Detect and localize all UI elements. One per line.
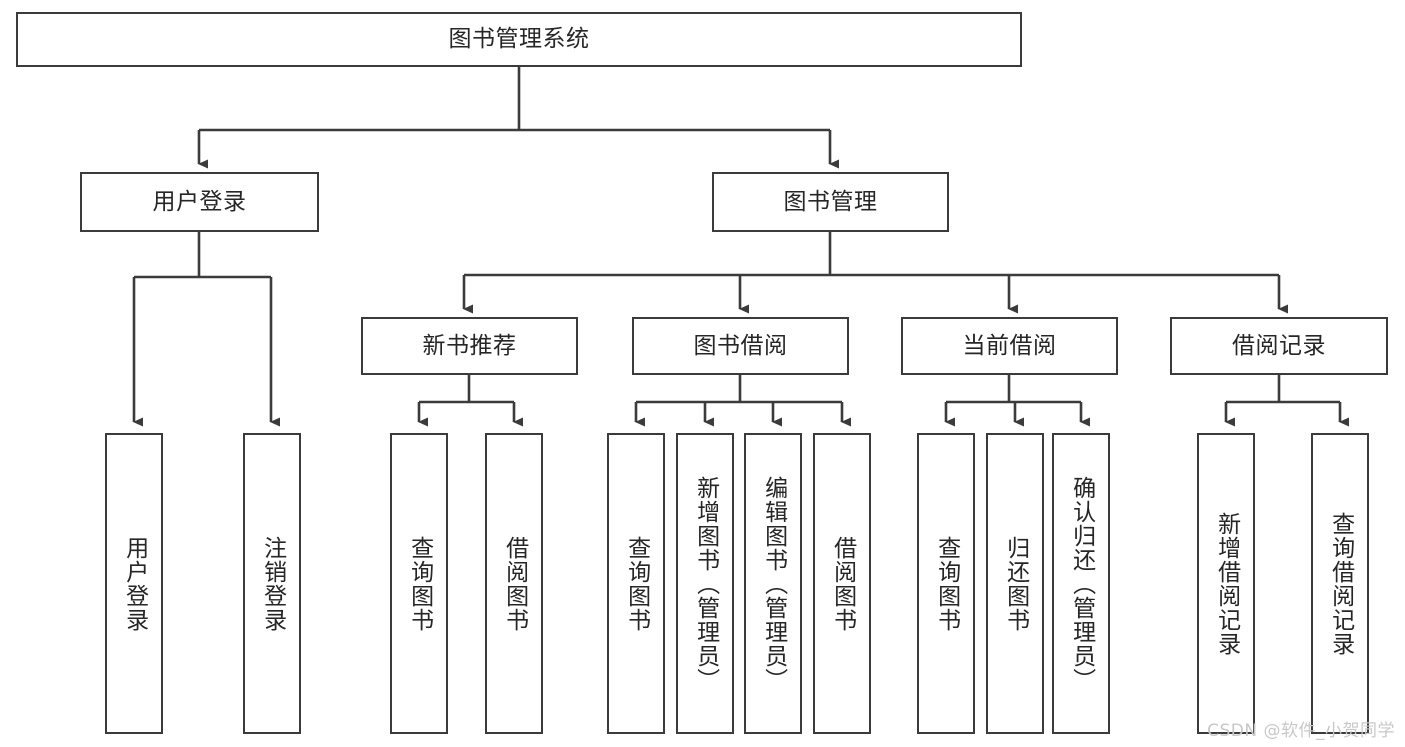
node-label: 新书推荐	[422, 332, 517, 359]
node-label: 用户登录	[152, 188, 247, 215]
node-new-book-rec[interactable]: 新书推荐	[361, 317, 578, 375]
node-current-borrow[interactable]: 当前借阅	[901, 317, 1118, 375]
node-label: 编辑图书（管理员）	[760, 475, 787, 692]
node-label: 借阅记录	[1232, 332, 1326, 359]
node-leaf-add-record[interactable]: 新增借阅记录	[1197, 433, 1255, 734]
node-label: 图书管理	[783, 188, 878, 215]
node-label: 借阅图书	[829, 535, 856, 632]
node-label: 图书管理系统	[448, 26, 590, 53]
node-leaf-return-book[interactable]: 归还图书	[986, 433, 1044, 734]
node-leaf-borrow-book-2[interactable]: 借阅图书	[813, 433, 871, 734]
node-book-borrow[interactable]: 图书借阅	[632, 317, 849, 375]
node-label: 确认归还（管理员）	[1068, 475, 1095, 692]
node-label: 新增图书（管理员）	[692, 475, 719, 692]
node-leaf-add-book[interactable]: 新增图书（管理员）	[676, 433, 734, 734]
node-borrow-record[interactable]: 借阅记录	[1170, 317, 1388, 375]
node-user-login[interactable]: 用户登录	[80, 172, 319, 232]
node-leaf-confirm-return[interactable]: 确认归还（管理员）	[1052, 433, 1110, 734]
node-label: 用户登录	[121, 535, 148, 632]
node-label: 图书借阅	[693, 332, 788, 359]
node-leaf-query-book-1[interactable]: 查询图书	[390, 433, 448, 734]
node-label: 归还图书	[1002, 535, 1029, 632]
watermark: CSDN @软件_小贺同学	[1207, 721, 1395, 741]
node-leaf-user-login[interactable]: 用户登录	[105, 433, 163, 734]
node-label: 新增借阅记录	[1213, 511, 1240, 656]
node-leaf-logout[interactable]: 注销登录	[243, 433, 301, 734]
node-label: 查询图书	[933, 535, 960, 632]
node-leaf-query-book-2[interactable]: 查询图书	[607, 433, 665, 734]
node-label: 查询图书	[623, 535, 650, 632]
node-leaf-query-record[interactable]: 查询借阅记录	[1311, 433, 1369, 734]
node-leaf-edit-book[interactable]: 编辑图书（管理员）	[744, 433, 802, 734]
node-leaf-borrow-book-1[interactable]: 借阅图书	[485, 433, 543, 734]
node-label: 注销登录	[259, 535, 286, 632]
node-label: 查询借阅记录	[1327, 511, 1354, 656]
node-book-manage[interactable]: 图书管理	[712, 172, 949, 232]
node-root-system[interactable]: 图书管理系统	[16, 12, 1022, 67]
node-label: 查询图书	[406, 535, 433, 632]
node-leaf-query-book-3[interactable]: 查询图书	[917, 433, 975, 734]
node-label: 当前借阅	[962, 332, 1057, 359]
node-label: 借阅图书	[501, 535, 528, 632]
